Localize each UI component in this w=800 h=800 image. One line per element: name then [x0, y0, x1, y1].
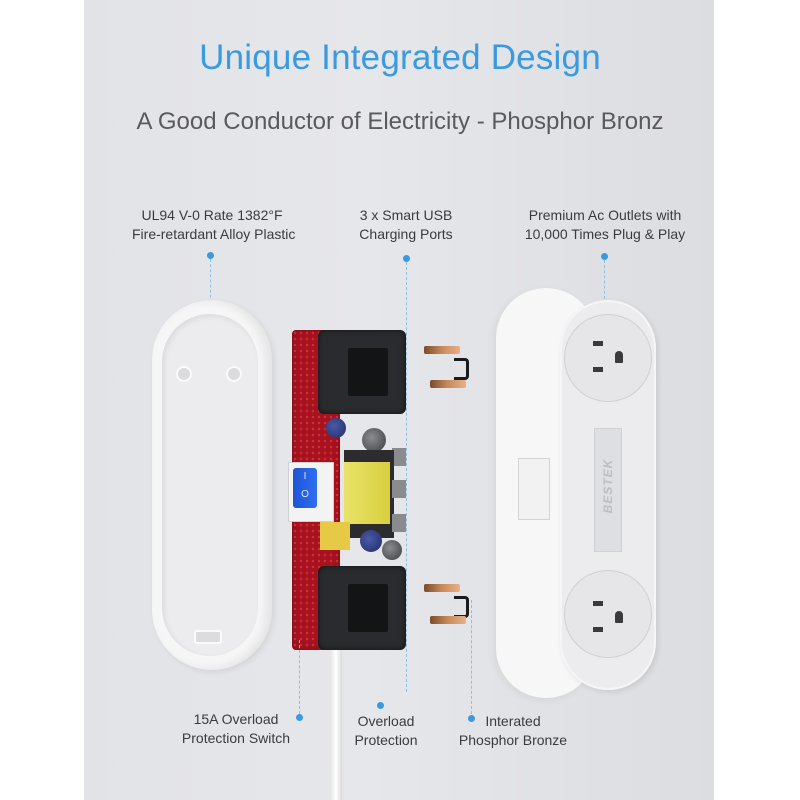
bronze-contact	[430, 380, 466, 388]
transformer	[344, 462, 390, 524]
ac-outlet-top	[564, 314, 652, 402]
bronze-contact	[424, 584, 460, 592]
usb-port-module-top	[318, 330, 406, 414]
callout-line2: Charging Ports	[359, 226, 453, 242]
callout-usb-ports: 3 x Smart USB Charging Ports	[346, 206, 466, 244]
capacitor	[326, 418, 346, 438]
callout-line1: 3 x Smart USB	[359, 207, 453, 223]
ground-hole	[615, 611, 623, 623]
callout-line1: 15A Overload	[193, 711, 279, 727]
brand-logo: BESTEK	[601, 458, 615, 514]
usb-port	[348, 584, 388, 632]
bronze-contact	[430, 616, 466, 624]
callout-dot	[601, 253, 608, 260]
leader-line	[210, 259, 211, 303]
ac-outlet-bottom	[564, 570, 652, 658]
screw-hole	[194, 630, 222, 644]
callout-line2: Protection	[354, 732, 418, 748]
page-subtitle: A Good Conductor of Electricity - Phosph…	[136, 108, 664, 135]
back-cover	[152, 300, 272, 670]
callout-phosphor-bronze: Interated Phosphor Bronze	[456, 712, 570, 750]
bronze-clip	[454, 596, 469, 618]
power-cord	[330, 650, 342, 800]
switch-window	[518, 458, 550, 520]
front-outlet-face: BESTEK	[560, 300, 656, 690]
callout-dot	[207, 252, 214, 259]
callout-dot	[403, 255, 410, 262]
rocker-switch: I O	[293, 468, 317, 508]
usb-port-module-bottom	[318, 566, 406, 650]
callout-line1: UL94 V-0 Rate 1382°F	[141, 207, 283, 223]
screw-hole	[226, 366, 242, 382]
bronze-contact	[424, 346, 460, 354]
capacitor	[382, 540, 402, 560]
callout-line2: Fire-retardant Alloy Plastic	[132, 226, 296, 242]
page-title: Unique Integrated Design	[199, 38, 601, 77]
transformer-pin	[392, 448, 406, 466]
outlet-slot	[593, 367, 603, 372]
callout-ac-outlets: Premium Ac Outlets with 10,000 Times Plu…	[500, 206, 710, 244]
callout-overload-switch: 15A Overload Protection Switch	[176, 710, 296, 748]
leader-line	[471, 600, 472, 714]
switch-on-label: I	[303, 471, 307, 482]
callout-dot	[296, 714, 303, 721]
fuse-block	[320, 522, 350, 550]
transformer-pin	[392, 480, 406, 498]
leader-line	[299, 640, 300, 714]
callout-dot	[468, 715, 475, 722]
back-cover-inner	[162, 314, 258, 656]
bronze-clip	[454, 358, 469, 380]
usb-port	[348, 348, 388, 396]
callout-fire-retardant: UL94 V-0 Rate 1382°F Fire-retardant Allo…	[132, 206, 296, 244]
brand-plate: BESTEK	[594, 428, 622, 552]
outlet-slot	[593, 627, 603, 632]
switch-off-label: O	[301, 489, 309, 500]
callout-line1: Interated	[485, 713, 541, 729]
callout-line1: Overload	[357, 713, 415, 729]
outlet-slot	[593, 341, 603, 346]
transformer-pin	[392, 514, 406, 532]
callout-line2: Protection Switch	[181, 730, 291, 746]
screw-hole	[176, 366, 192, 382]
callout-line1: Premium Ac Outlets with	[528, 207, 682, 223]
capacitor	[360, 530, 382, 552]
capacitor	[362, 428, 386, 452]
callout-overload-protection: Overload Protection	[346, 712, 426, 750]
callout-dot	[377, 702, 384, 709]
outlet-slot	[593, 601, 603, 606]
leader-line	[406, 262, 407, 692]
ground-hole	[615, 351, 623, 363]
callout-line2: 10,000 Times Plug & Play	[524, 226, 686, 242]
callout-line2: Phosphor Bronze	[458, 732, 568, 748]
